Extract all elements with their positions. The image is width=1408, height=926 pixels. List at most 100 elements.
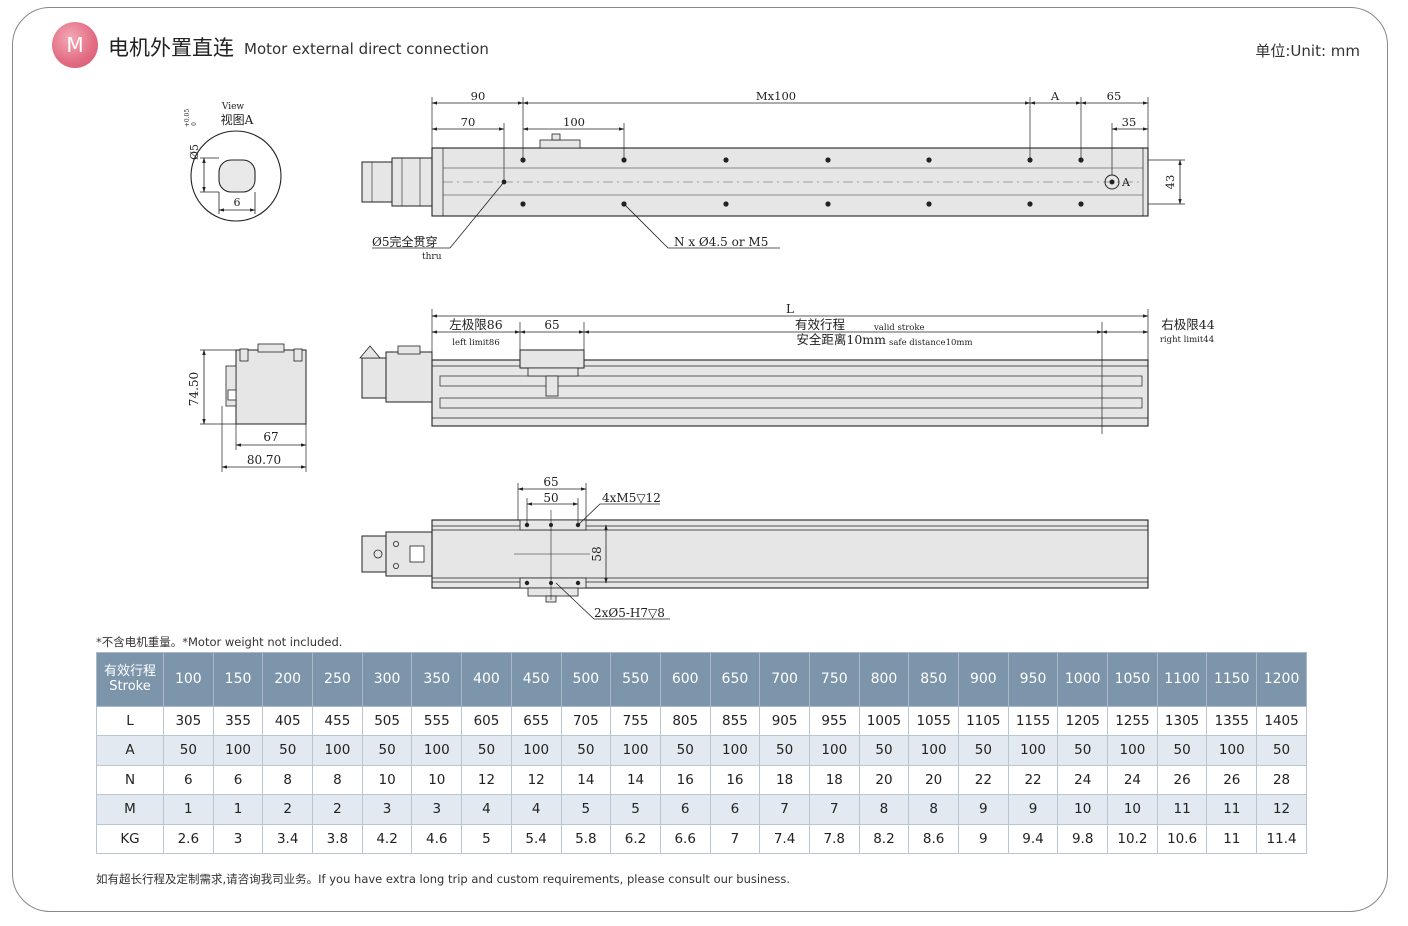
table-cell: 905 <box>759 705 810 737</box>
table-cell: 50 <box>958 735 1009 766</box>
table-cell: 4.2 <box>361 823 413 855</box>
table-cell: 14 <box>560 764 612 796</box>
table-cell: 50 <box>1256 735 1307 766</box>
table-cell: 8 <box>858 794 910 825</box>
dim-35: 35 <box>1122 115 1137 129</box>
table-cell: 22 <box>1007 764 1059 796</box>
table-cell: 10 <box>1057 794 1109 825</box>
table-cell: 50 <box>262 735 314 766</box>
stroke-header-value: 150 <box>212 652 264 707</box>
dim-90: 90 <box>471 89 486 103</box>
table-cell: 6.2 <box>610 823 661 855</box>
table-cell: 10.6 <box>1156 823 1208 855</box>
table-cell: 8.2 <box>858 823 910 855</box>
table-cell: 8 <box>262 764 314 796</box>
table-cell: 18 <box>759 764 810 796</box>
stroke-header-value: 800 <box>858 652 910 707</box>
stroke-header-value: 400 <box>461 652 512 707</box>
table-cell: 755 <box>610 705 661 737</box>
table-cell: 50 <box>461 735 512 766</box>
table-cell: 3 <box>411 794 463 825</box>
table-cell: 100 <box>1206 735 1258 766</box>
side-view: L 左极限86 left limit86 65 有效行程 valid strok… <box>359 302 1215 434</box>
weight-note: *不含电机重量。*Motor weight not included. <box>96 635 343 649</box>
table-cell: 9 <box>958 794 1009 825</box>
table-cell: 100 <box>808 735 860 766</box>
table-cell: 12 <box>461 764 512 796</box>
table-cell: 7 <box>759 794 810 825</box>
right-limit-cn: 右极限44 <box>1161 317 1214 332</box>
table-cell: 10 <box>1107 794 1158 825</box>
safe-distance-cn: 安全距离10mm <box>796 332 886 347</box>
table-cell: 18 <box>808 764 860 796</box>
hole-note-cn: Ø5完全贯穿 <box>372 234 437 249</box>
right-limit-en: right limit44 <box>1160 335 1214 345</box>
stroke-header-value: 200 <box>262 652 314 707</box>
table-cell: 6 <box>659 794 711 825</box>
stroke-header-value: 950 <box>1007 652 1059 707</box>
table-cell: 10.2 <box>1107 823 1158 855</box>
stroke-header-value: 300 <box>361 652 413 707</box>
table-cell: 1055 <box>908 705 959 737</box>
stroke-header-cn: 有效行程 <box>103 664 156 680</box>
dim-mx100: Mx100 <box>756 89 796 103</box>
view-a-marker: A <box>1121 176 1131 189</box>
row-label: L <box>96 705 164 737</box>
table-cell: 100 <box>1007 735 1059 766</box>
dim-65-side: 65 <box>544 318 559 332</box>
table-cell: 12 <box>1256 794 1307 825</box>
table-cell: 20 <box>858 764 910 796</box>
row-label: N <box>96 764 164 796</box>
table-cell: 7 <box>709 823 761 855</box>
view-a-dia: Ø5 <box>188 144 201 160</box>
table-cell: 455 <box>312 705 363 737</box>
table-cell: 28 <box>1256 764 1307 796</box>
table-cell: 3 <box>361 794 413 825</box>
table-cell: 405 <box>262 705 314 737</box>
table-cell: 1205 <box>1057 705 1109 737</box>
view-a-en: View <box>221 102 245 112</box>
stroke-header-value: 450 <box>510 652 562 707</box>
dim-67: 67 <box>263 430 278 444</box>
table-cell: 8.6 <box>908 823 959 855</box>
row-label: A <box>96 735 164 766</box>
table-cell: 50 <box>659 735 711 766</box>
stroke-header-value: 1000 <box>1057 652 1109 707</box>
table-cell: 5 <box>560 794 612 825</box>
hole-note-en: thru <box>422 252 442 262</box>
unit-label: 单位:Unit: mm <box>1255 42 1360 60</box>
dim-a: A <box>1050 89 1060 103</box>
stroke-header-value: 900 <box>958 652 1009 707</box>
table-cell: 6.6 <box>659 823 711 855</box>
table-cell: 5 <box>461 823 512 855</box>
table-cell: 9 <box>958 823 1009 855</box>
table-cell: 20 <box>908 764 959 796</box>
table-cell: 100 <box>908 735 959 766</box>
table-cell: 2 <box>312 794 363 825</box>
stroke-header-value: 250 <box>312 652 363 707</box>
dim-74-50: 74.50 <box>187 372 201 406</box>
left-limit-en: left limit86 <box>452 338 499 348</box>
view-a-tol: +0.05 <box>184 109 191 128</box>
stroke-header-value: 100 <box>163 652 214 707</box>
table-cell: 1405 <box>1256 705 1307 737</box>
dim-65-bottom: 65 <box>543 475 558 489</box>
table-cell: 100 <box>411 735 463 766</box>
table-cell: 1005 <box>858 705 910 737</box>
table-cell: 4 <box>510 794 562 825</box>
pin-note: 2xØ5-H7▽8 <box>594 606 665 620</box>
stroke-header-value: 1100 <box>1156 652 1208 707</box>
view-a-tol2: 0 <box>191 122 198 126</box>
table-cell: 24 <box>1107 764 1158 796</box>
table-cell: 9.4 <box>1007 823 1059 855</box>
table-cell: 26 <box>1206 764 1258 796</box>
view-a-detail: View 视图A Ø5 +0.05 0 6 <box>184 102 282 222</box>
stroke-header-value: 600 <box>659 652 711 707</box>
table-cell: 9.8 <box>1057 823 1109 855</box>
table-cell: 11 <box>1206 823 1258 855</box>
table-cell: 50 <box>1057 735 1109 766</box>
table-cell: 22 <box>958 764 1009 796</box>
section-badge: M <box>52 22 98 68</box>
